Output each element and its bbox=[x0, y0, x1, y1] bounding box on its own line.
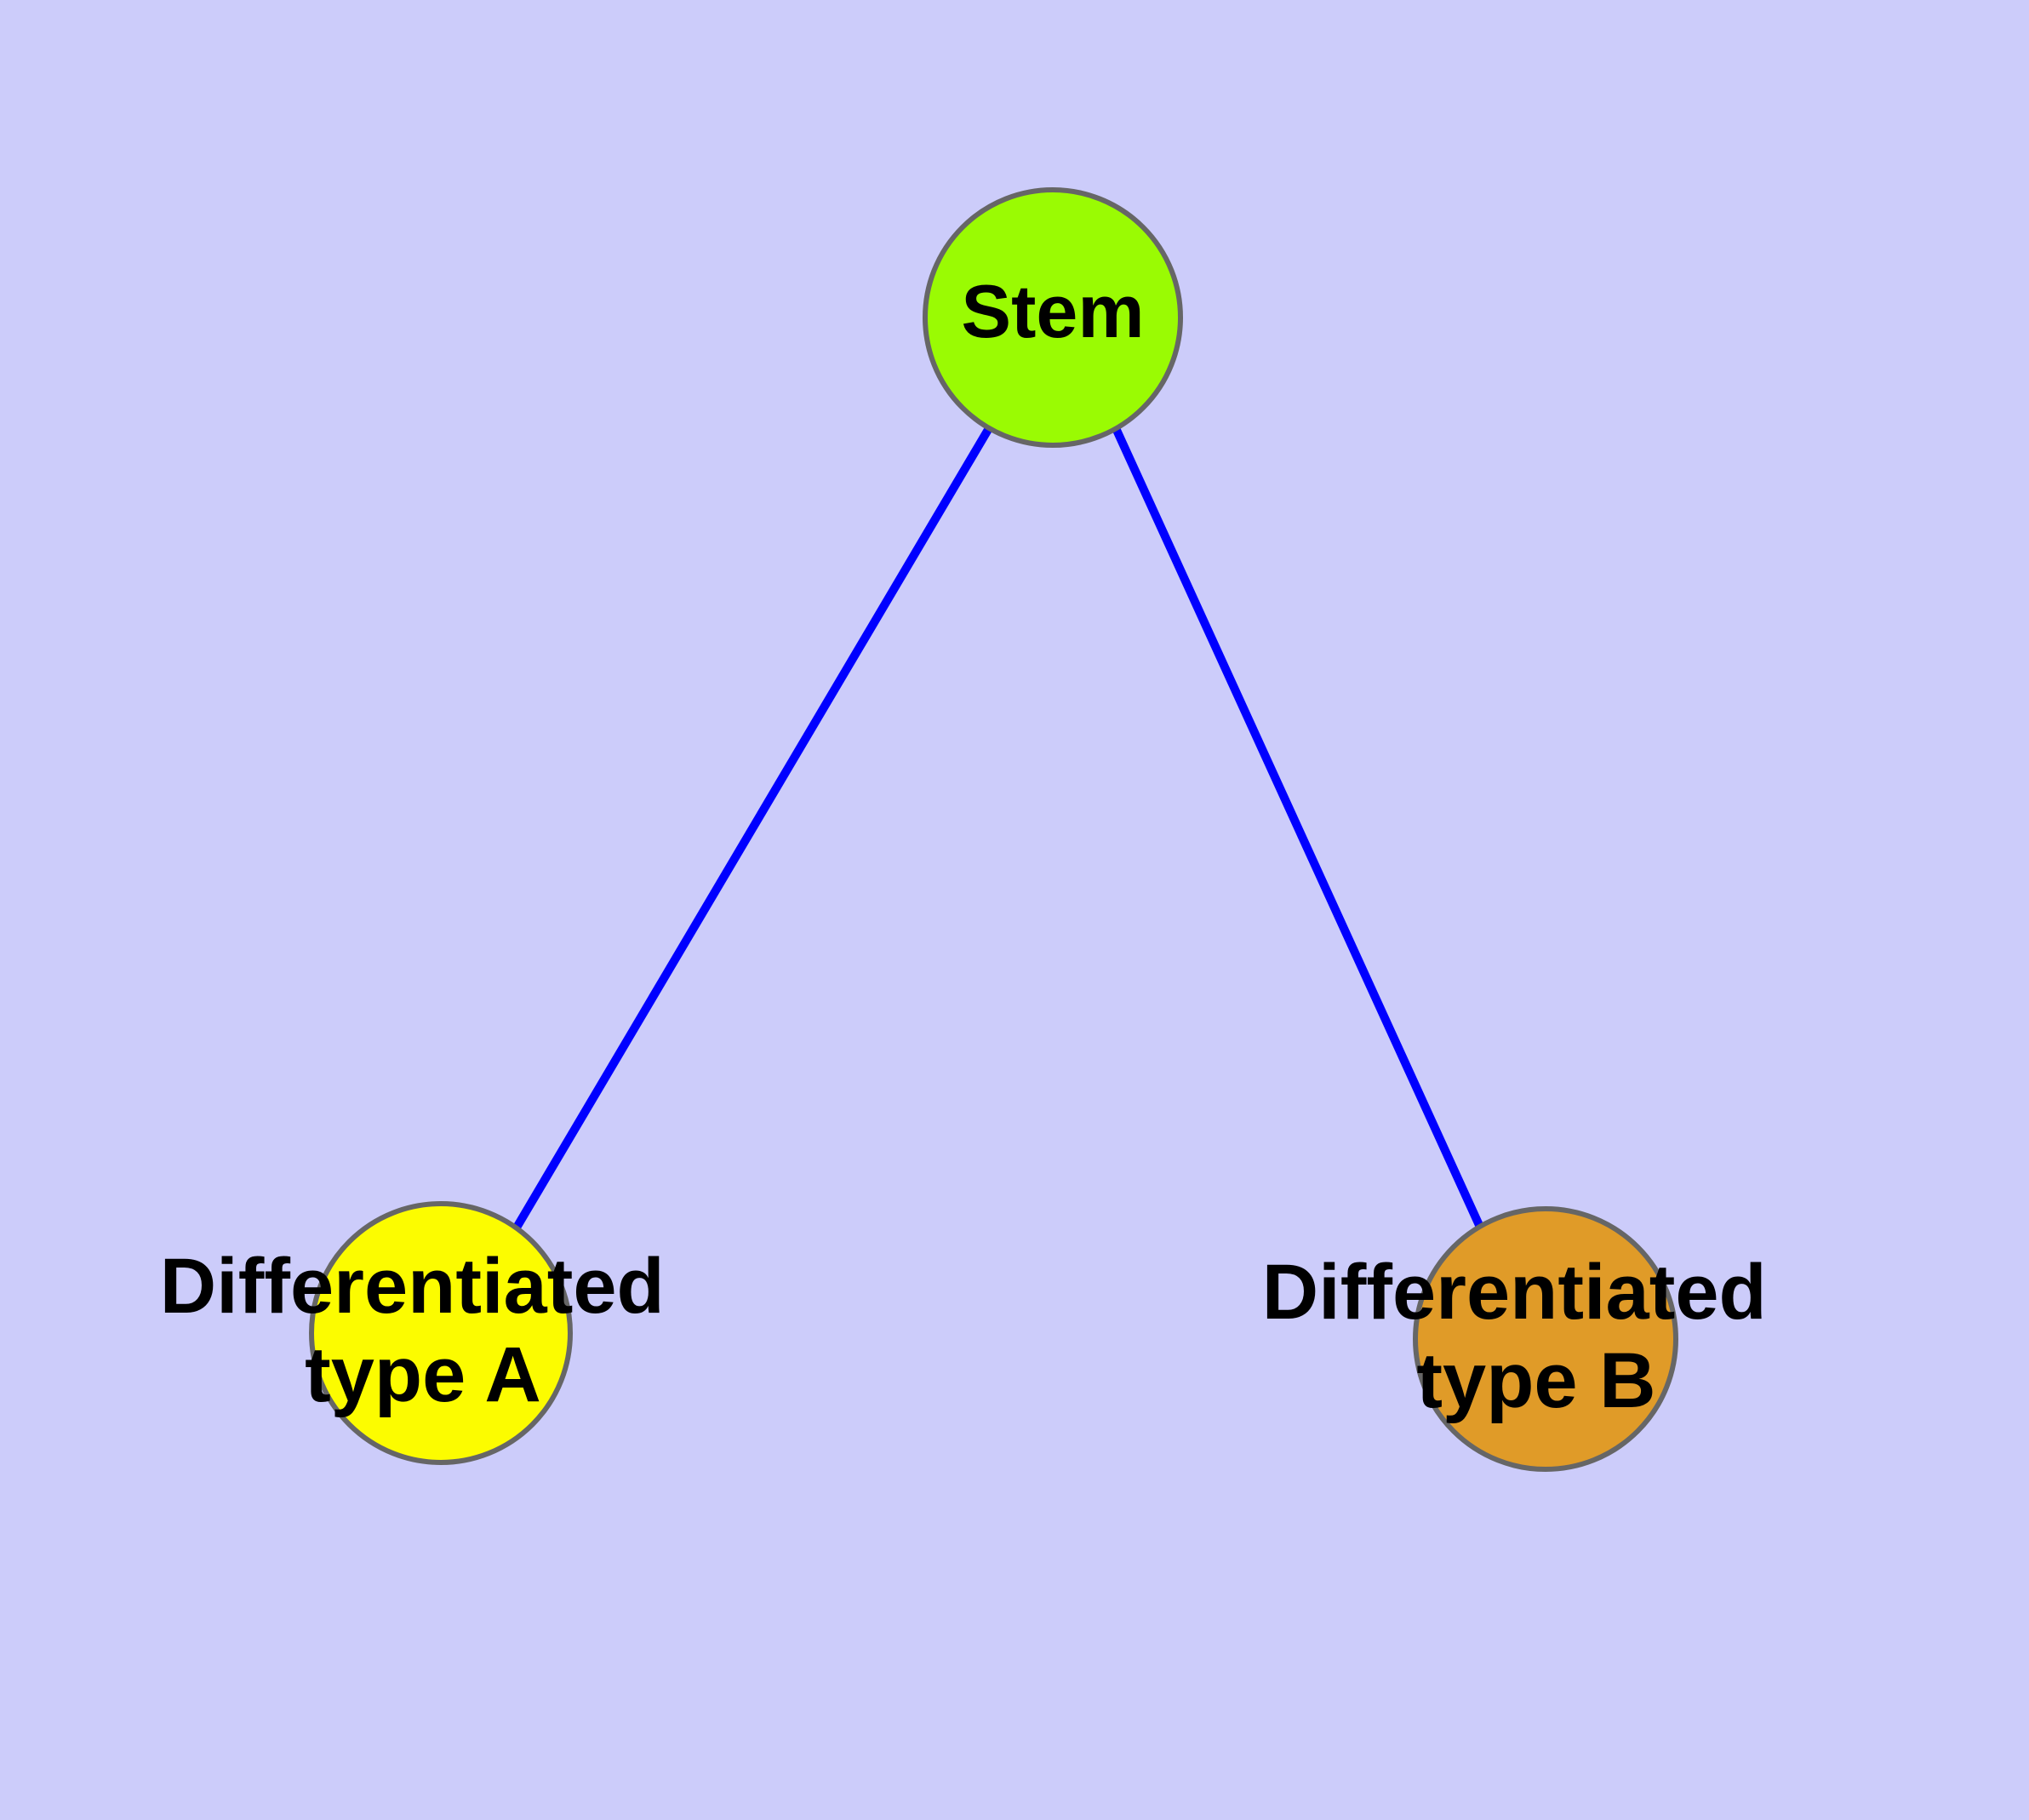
node-type-a-label: Differentiated type A bbox=[160, 1243, 687, 1418]
node-type-b-circle[interactable] bbox=[1413, 1206, 1678, 1472]
node-type-b-label-line-2: type B bbox=[1416, 1337, 1655, 1424]
node-stem-label: Stem bbox=[961, 269, 1144, 353]
node-differentiated-type-b[interactable]: Differentiated type B bbox=[1262, 1206, 1789, 1472]
node-type-a-label-line-2: type A bbox=[305, 1331, 541, 1418]
node-stem-label-line-1: Stem bbox=[961, 269, 1144, 353]
node-stem[interactable]: Stem bbox=[923, 187, 1183, 448]
node-type-a-circle[interactable] bbox=[309, 1201, 573, 1465]
node-type-b-label-line-1: Differentiated bbox=[1262, 1249, 1767, 1336]
edge-layer bbox=[512, 426, 1487, 1235]
edge-stem-to-type-b[interactable] bbox=[1112, 426, 1487, 1235]
node-stem-circle[interactable] bbox=[923, 187, 1183, 448]
node-differentiated-type-a[interactable]: Differentiated type A bbox=[160, 1201, 687, 1465]
node-layer: Stem Differentiated type A Differentiate… bbox=[160, 187, 1789, 1472]
node-type-a-label-line-1: Differentiated bbox=[160, 1243, 665, 1330]
node-type-b-label: Differentiated type B bbox=[1262, 1249, 1789, 1424]
edge-stem-to-type-a[interactable] bbox=[512, 426, 993, 1230]
